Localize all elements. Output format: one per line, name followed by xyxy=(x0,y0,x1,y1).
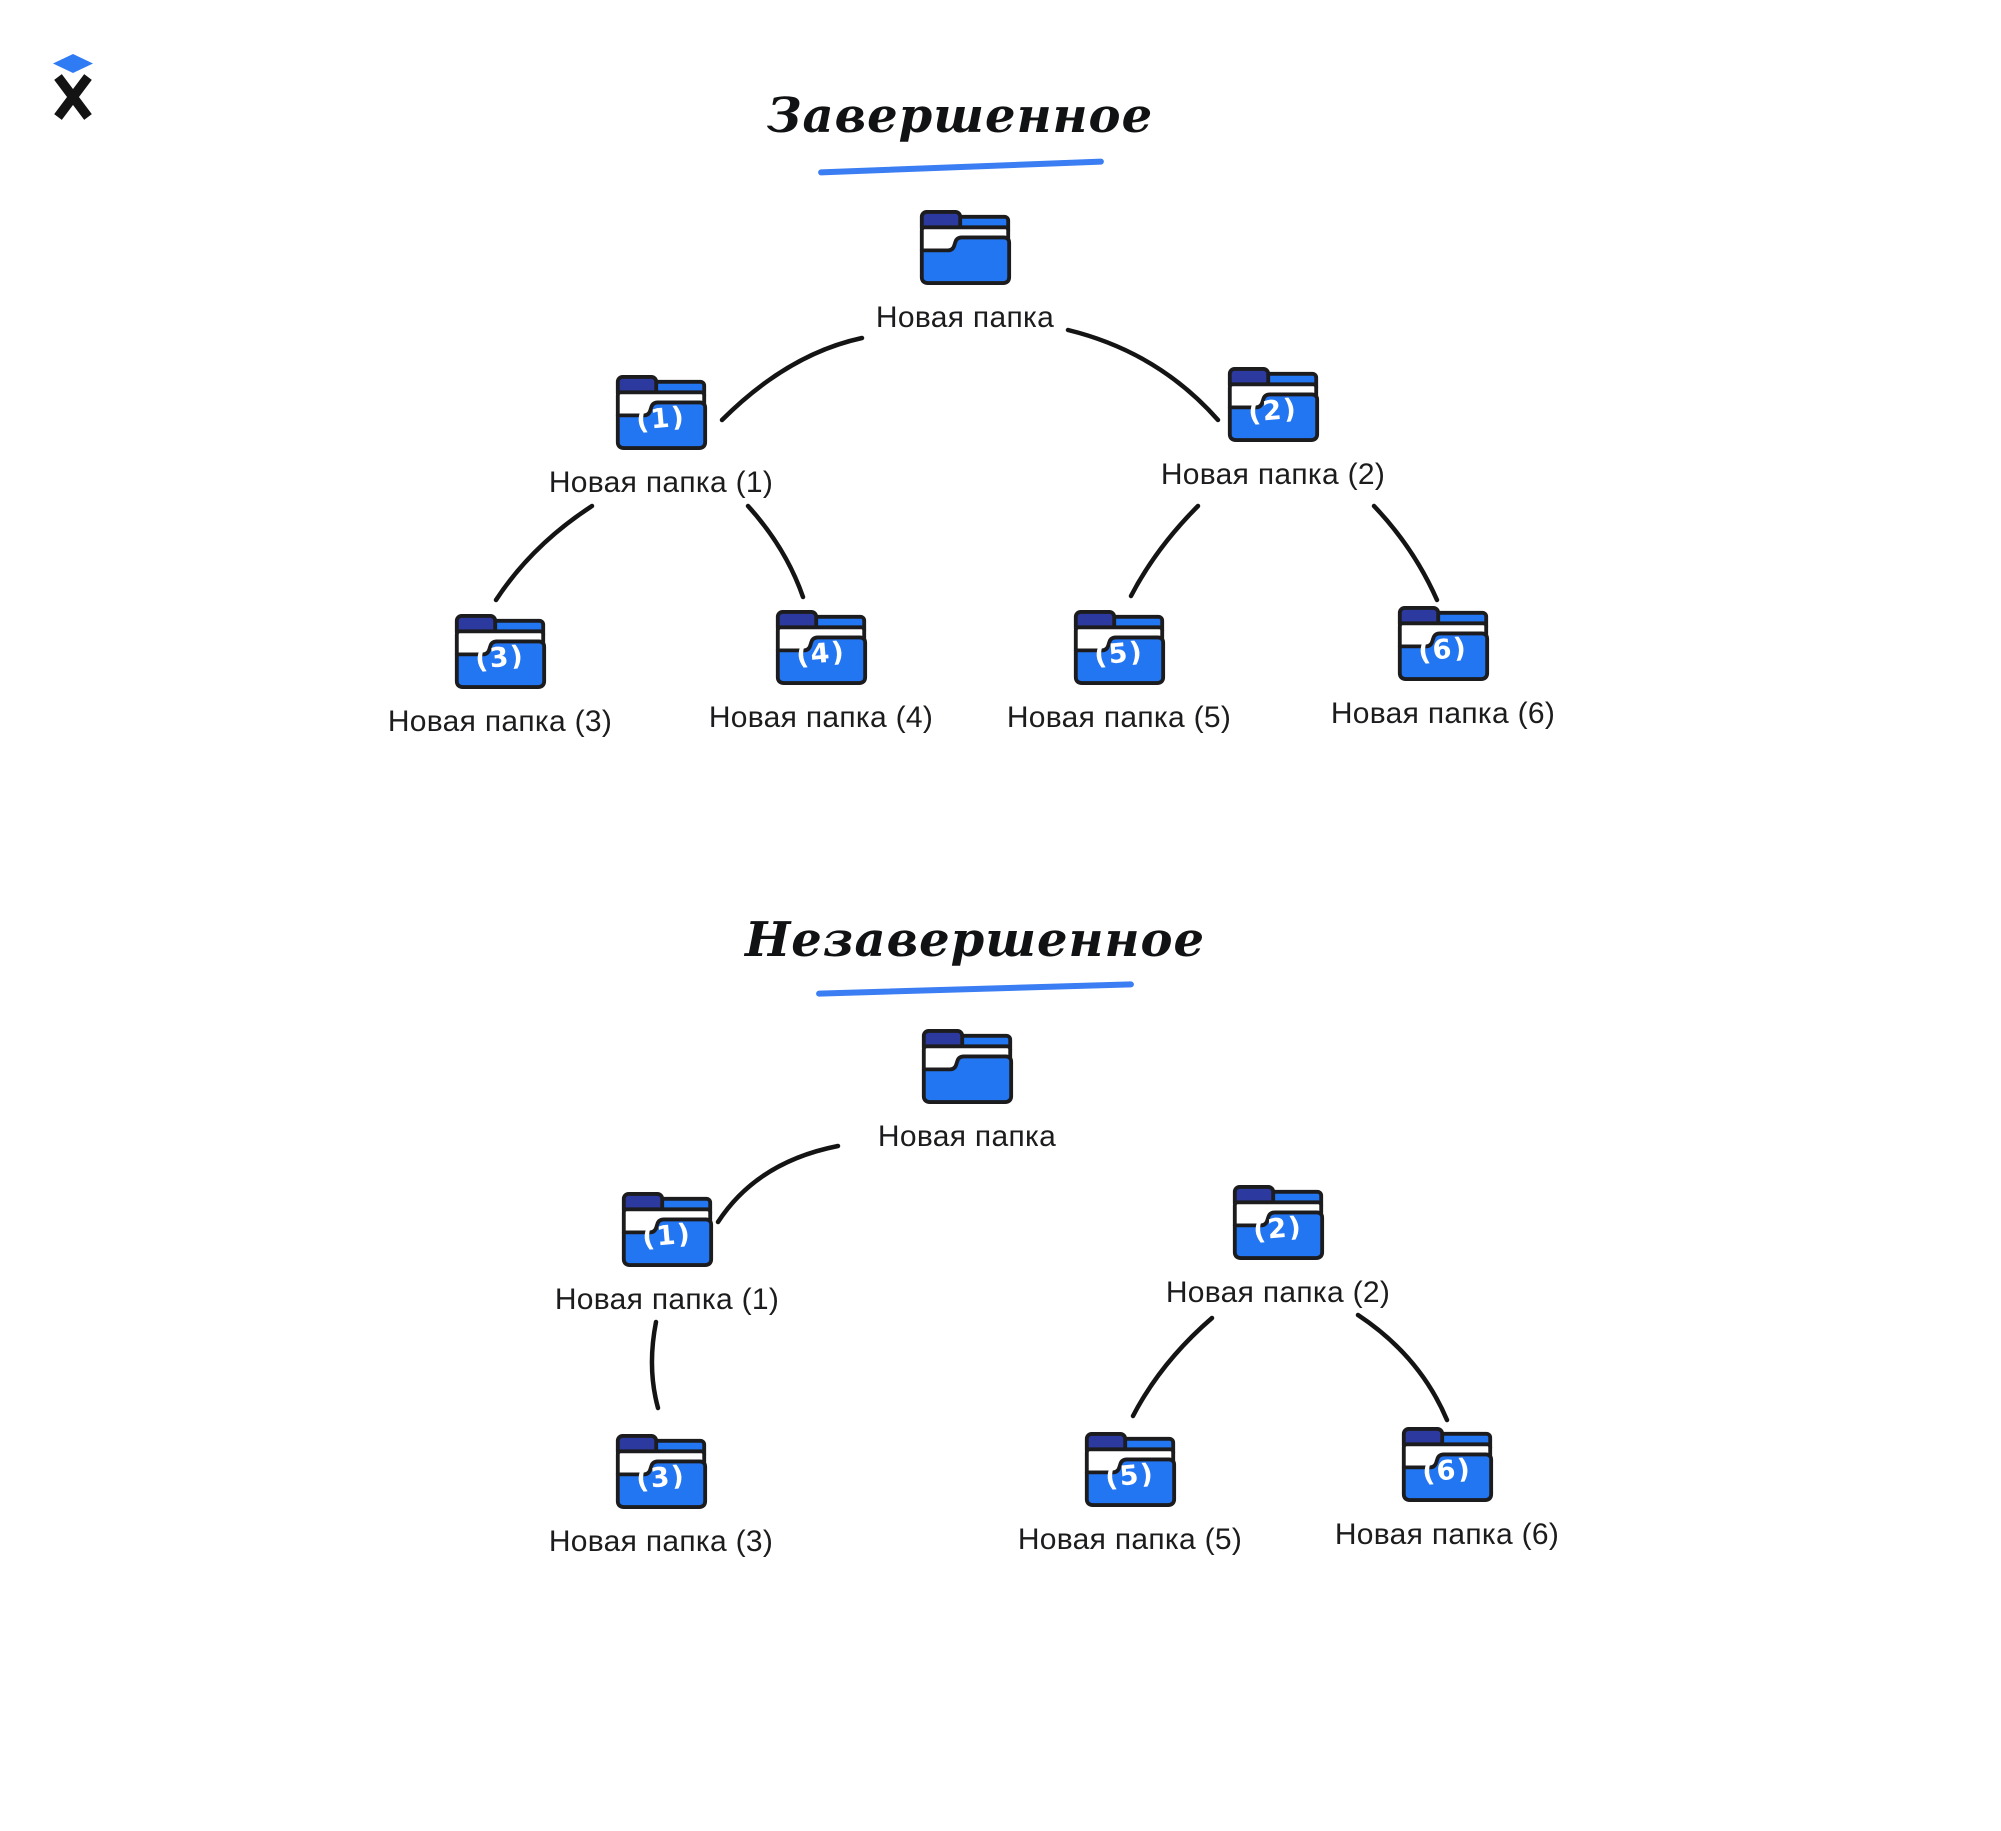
edge-2-6 xyxy=(1371,503,1440,603)
section-title-complete: Завершенное xyxy=(766,88,1154,144)
folder-node-5: (5) Новая папка (5) xyxy=(949,608,1289,735)
folder-node2-3: (3) Новая папка (3) xyxy=(491,1432,831,1559)
folder-node-1: (1) Новая папка (1) xyxy=(491,373,831,500)
edge2-2-5 xyxy=(1130,1315,1215,1419)
folder-node2-6: (6) Новая папка (6) xyxy=(1277,1425,1617,1552)
folder-icon: (3) xyxy=(613,1432,709,1511)
logo-x-icon xyxy=(54,74,92,120)
folder-badge: (1) xyxy=(635,401,687,437)
folder-icon: (5) xyxy=(1071,608,1167,687)
folder-label: Новая папка (1) xyxy=(554,1283,780,1316)
folder-node2-2: (2) Новая папка (2) xyxy=(1108,1183,1448,1310)
folder-label: Новая папка (6) xyxy=(1330,697,1556,730)
folder-badge: (5) xyxy=(1093,636,1145,672)
folder-label: Новая папка (4) xyxy=(708,701,934,734)
edge2-2-6 xyxy=(1355,1312,1450,1423)
folder-node-3: (3) Новая папка (3) xyxy=(330,612,670,739)
folder-badge: (2) xyxy=(1247,393,1299,429)
folder-node-6: (6) Новая папка (6) xyxy=(1273,604,1613,731)
folder-node2-root: Новая папка xyxy=(797,1027,1137,1154)
folder-label: Новая папка (6) xyxy=(1334,1518,1560,1551)
folder-node-root: Новая папка xyxy=(795,208,1135,335)
folder-badge: (5) xyxy=(1104,1458,1156,1494)
folder-label: Новая папка (2) xyxy=(1160,458,1386,491)
folder-label: Новая папка xyxy=(875,301,1055,334)
folder-badge: (3) xyxy=(474,640,526,676)
section-title-incomplete: Незавершенное xyxy=(744,912,1206,968)
folder-label: Новая папка (5) xyxy=(1006,701,1232,734)
folder-icon: (4) xyxy=(773,608,869,687)
edge-2-5 xyxy=(1128,503,1201,599)
logo-diamond-icon xyxy=(53,54,93,73)
title-underline-incomplete xyxy=(815,981,1135,997)
folder-badge: (2) xyxy=(1252,1211,1304,1247)
folder-icon: (2) xyxy=(1225,365,1321,444)
folder-badge: (1) xyxy=(641,1218,693,1254)
folder-label: Новая папка (3) xyxy=(548,1525,774,1558)
folder-node-4: (4) Новая папка (4) xyxy=(651,608,991,735)
folder-icon: (1) xyxy=(619,1190,715,1269)
folder-node2-5: (5) Новая папка (5) xyxy=(960,1430,1300,1557)
folder-icon xyxy=(917,208,1013,287)
folder-label: Новая папка (1) xyxy=(548,466,774,499)
folder-badge: (6) xyxy=(1417,632,1469,668)
logo xyxy=(53,54,93,120)
folder-badge: (6) xyxy=(1421,1453,1473,1489)
edge-1-3 xyxy=(493,503,595,603)
title-underline-complete xyxy=(817,158,1105,176)
folder-badge: (3) xyxy=(635,1460,687,1496)
folder-icon xyxy=(919,1027,1015,1106)
folder-label: Новая папка (5) xyxy=(1017,1523,1243,1556)
folder-icon: (2) xyxy=(1230,1183,1326,1262)
folder-icon: (3) xyxy=(452,612,548,691)
edge-1-4 xyxy=(745,503,806,600)
folder-icon: (6) xyxy=(1399,1425,1495,1504)
folder-icon: (6) xyxy=(1395,604,1491,683)
folder-label: Новая папка xyxy=(877,1120,1057,1153)
folder-node2-1: (1) Новая папка (1) xyxy=(497,1190,837,1317)
folder-icon: (5) xyxy=(1082,1430,1178,1509)
folder-label: Новая папка (2) xyxy=(1165,1276,1391,1309)
folder-node-2: (2) Новая папка (2) xyxy=(1103,365,1443,492)
edge2-1-3 xyxy=(649,1319,661,1411)
folder-icon: (1) xyxy=(613,373,709,452)
folder-label: Новая папка (3) xyxy=(387,705,613,738)
folder-badge: (4) xyxy=(795,636,847,672)
